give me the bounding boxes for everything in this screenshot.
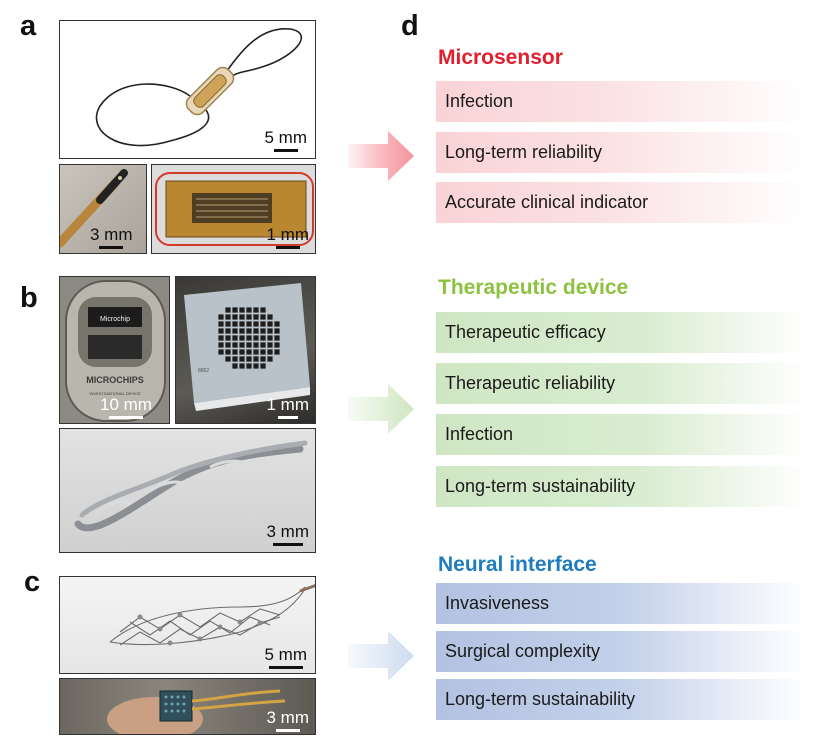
svg-text:8862: 8862: [198, 368, 209, 374]
scale-bar-a-top-label: 5 mm: [264, 128, 308, 147]
band-neural-surgical-complexity: Surgical complexity: [436, 631, 808, 672]
category-title-therapeutic: Therapeutic device: [438, 276, 629, 299]
band-microsensor-reliability: Long-term reliability: [436, 132, 808, 173]
device-caption-text: INVESTIGATIONAL DEVICE: [89, 391, 141, 396]
scale-bar-a-right-label: 1 mm: [266, 225, 310, 244]
stentrode-mesh-illustration: [109, 584, 315, 646]
microelectrode-array-illustration: [107, 689, 286, 734]
device-brand-text: MICROCHIPS: [86, 375, 144, 385]
sensor-probe-illustration: [60, 169, 128, 248]
scale-bar-b-right-label: 1 mm: [266, 395, 310, 414]
band-therapeutic-efficacy: Therapeutic efficacy: [436, 312, 808, 353]
panel-label-d: d: [401, 10, 419, 42]
band-therapeutic-sustainability: Long-term sustainability: [436, 466, 808, 507]
photo-microchip-device: Microchip MICROCHIPS INVESTIGATIONAL DEV…: [59, 276, 170, 424]
band-therapeutic-infection: Infection: [436, 414, 808, 455]
scale-bar-c-top: 5 mm: [264, 645, 308, 669]
sensor-chip-illustration: [155, 172, 314, 246]
arrow-therapeutic: [348, 384, 414, 434]
category-title-neural: Neural interface: [438, 553, 597, 576]
implant-wire-illustration: [95, 28, 303, 147]
band-neural-sustainability: Long-term sustainability: [436, 679, 808, 720]
photo-microelectrode-array: 3 mm: [59, 678, 316, 735]
photo-stentrode-mesh: 5 mm: [59, 576, 316, 674]
arrow-neural: [348, 631, 414, 681]
photo-shape-memory-implant: 3 mm: [59, 428, 316, 553]
microchip-device-illustration: Microchip MICROCHIPS INVESTIGATIONAL DEV…: [65, 280, 166, 422]
shape-memory-implant-illustration: [74, 440, 308, 532]
microreservoir-array-illustration: 8862: [184, 283, 310, 411]
scale-bar-b-left: 10 mm: [100, 395, 152, 419]
photo-sensor-chip: 1 mm: [151, 164, 316, 254]
band-therapeutic-reliability: Therapeutic reliability: [436, 363, 808, 404]
scale-bar-c-bottom: 3 mm: [266, 708, 310, 732]
panel-label-c: c: [24, 566, 41, 598]
arrow-microsensor: [348, 131, 414, 181]
panel-label-b: b: [20, 282, 38, 314]
microchip-text: Microchip: [100, 316, 130, 323]
band-neural-invasiveness: Invasiveness: [436, 583, 808, 624]
scale-bar-a-left-label: 3 mm: [90, 225, 133, 244]
scale-bar-b-bottom: 3 mm: [266, 522, 310, 546]
scale-bar-c-top-label: 5 mm: [264, 645, 308, 664]
scale-bar-c-bottom-label: 3 mm: [266, 708, 310, 727]
category-title-microsensor: Microsensor: [438, 46, 563, 69]
panel-label-a: a: [20, 10, 37, 42]
scale-bar-a-top: 5 mm: [264, 128, 308, 152]
scale-bar-b-right: 1 mm: [266, 395, 310, 419]
band-microsensor-clinical-indicator: Accurate clinical indicator: [436, 182, 808, 223]
photo-implant-wire: 5 mm: [59, 20, 316, 159]
band-microsensor-infection: Infection: [436, 81, 808, 122]
photo-sensor-probe: 3 mm: [59, 164, 147, 254]
photo-microreservoir-array: 8862 1 mm: [175, 276, 316, 424]
scale-bar-a-right: 1 mm: [266, 225, 310, 249]
scale-bar-b-bottom-label: 3 mm: [266, 522, 310, 541]
scale-bar-b-left-label: 10 mm: [100, 395, 152, 414]
scale-bar-a-left: 3 mm: [90, 225, 133, 249]
